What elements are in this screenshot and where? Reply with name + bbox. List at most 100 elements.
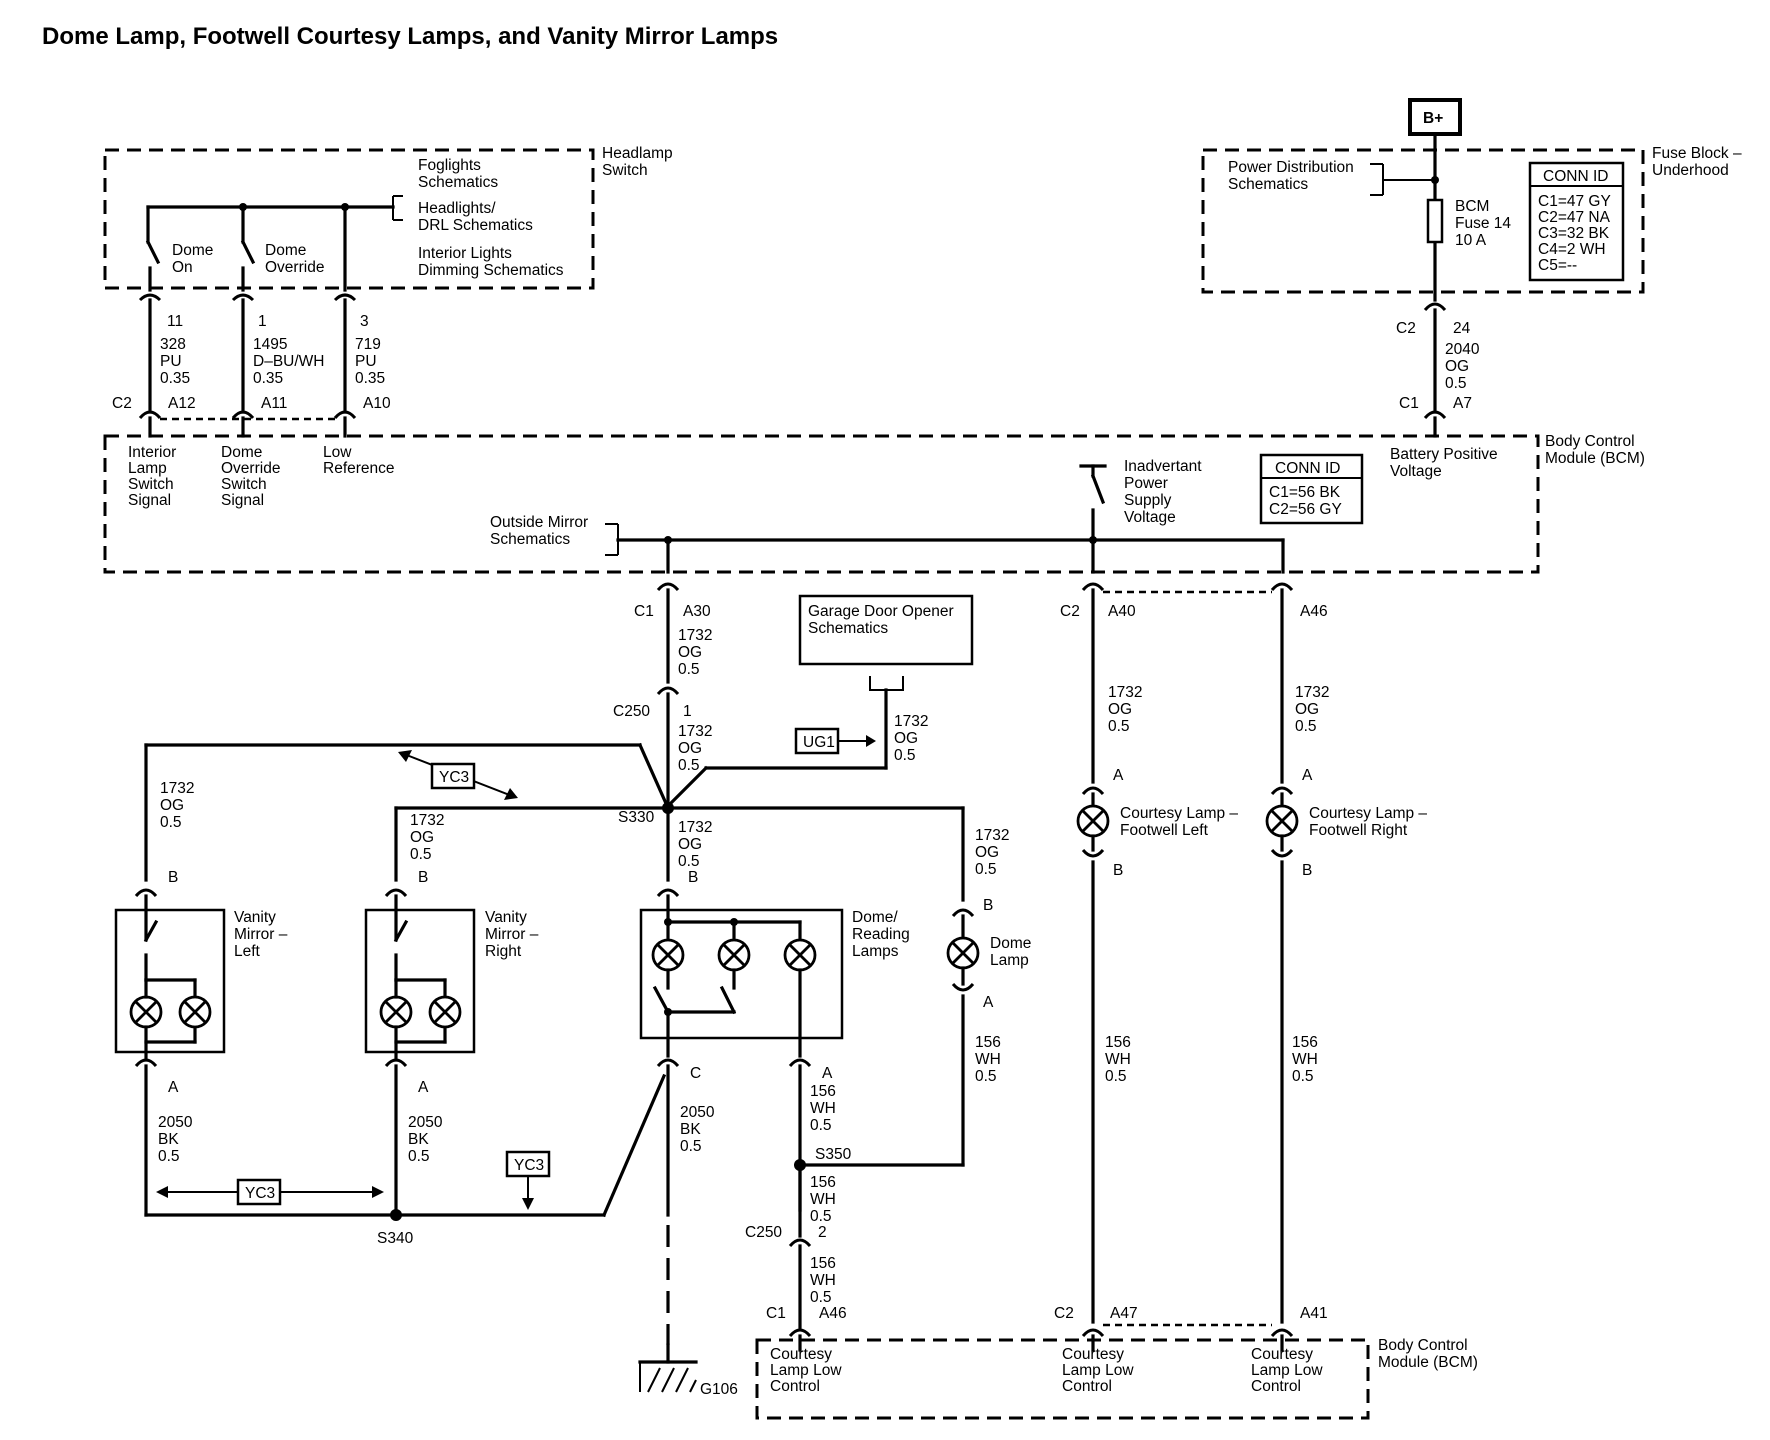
vanity-left-pin-b: B	[168, 869, 178, 886]
fuse-icon	[1426, 198, 1444, 244]
conn-c1-a46: C1	[766, 1305, 786, 1322]
ug1-label: UG1	[803, 734, 835, 751]
conn-id-table-fuse	[1528, 161, 1625, 282]
headlamp-switch-box	[103, 148, 595, 290]
courtesy-left-lamp-icon	[1076, 804, 1110, 838]
vanity-left-lamp-2-icon	[178, 995, 212, 1029]
bcm-bottom-box	[755, 1338, 1370, 1420]
s340-splice: S340 YC3 YC3	[144, 1073, 667, 1247]
conn-c2-fuse: C2	[1396, 320, 1416, 337]
s350-label: S350	[815, 1146, 852, 1163]
battery-positive-label: B+	[1423, 110, 1443, 127]
yc3-box-bottom	[236, 1178, 282, 1206]
courtesy-right-lamp-icon	[1265, 804, 1299, 838]
pin-a30: A30	[683, 603, 711, 620]
conn-c1-battery: C1	[1399, 395, 1419, 412]
courtesy-left-pin-a: A	[1113, 767, 1124, 784]
conn-c2-a47: C2	[1054, 1305, 1074, 1322]
conn-id-title-bcm: CONN ID	[1275, 460, 1340, 477]
yc3-label-top: YC3	[439, 769, 469, 786]
pin-24: 24	[1453, 320, 1471, 337]
conn-id-list-fuse: C1=47 GY C2=47 NA C3=32 BK C4=2 WH C5=--	[1538, 193, 1615, 274]
courtesy-right-label: Courtesy Lamp –Footwell Right	[1309, 805, 1427, 839]
conn-c2-headlamp: C2	[112, 395, 132, 412]
conn-c250-bottom: C250	[745, 1224, 782, 1241]
reading-lamp-2-icon	[717, 938, 751, 972]
vanity-left-pin-a: A	[168, 1079, 179, 1096]
dome-reading-pin-a: A	[822, 1065, 833, 1082]
conn-id-table-bcm	[1259, 453, 1364, 525]
vanity-right-pin-a: A	[418, 1079, 429, 1096]
pin-3: 3	[360, 313, 369, 330]
vanity-right-lamp-2-icon	[428, 995, 462, 1029]
dome-lamp-pin-b: B	[983, 897, 993, 914]
pin-a46-top: A46	[1300, 603, 1328, 620]
pin-11: 11	[167, 313, 183, 330]
reading-lamp-3-icon	[783, 938, 817, 972]
vanity-right-lamp-1-icon	[379, 995, 413, 1029]
dome-lamp-pin-a: A	[983, 994, 994, 1011]
pin-a40: A40	[1108, 603, 1136, 620]
courtesy-right-pin-b: B	[1302, 862, 1312, 879]
courtesy-left-label: Courtesy Lamp –Footwell Left	[1120, 805, 1238, 839]
dome-reading-pin-b: B	[688, 869, 698, 886]
page-title: Dome Lamp, Footwell Courtesy Lamps, and …	[42, 23, 778, 50]
pin-a41: A41	[1300, 1305, 1328, 1322]
conn-c250-top: C250	[613, 703, 650, 720]
vanity-right-pin-b: B	[418, 869, 428, 886]
splice-s340	[390, 1209, 402, 1221]
yc3-box-top	[430, 762, 476, 790]
yc3-label-down: YC3	[514, 1157, 544, 1174]
dome-lamp-icon	[946, 936, 980, 970]
s330-label: S330	[618, 809, 655, 826]
yc3-label-bottom: YC3	[245, 1185, 275, 1202]
